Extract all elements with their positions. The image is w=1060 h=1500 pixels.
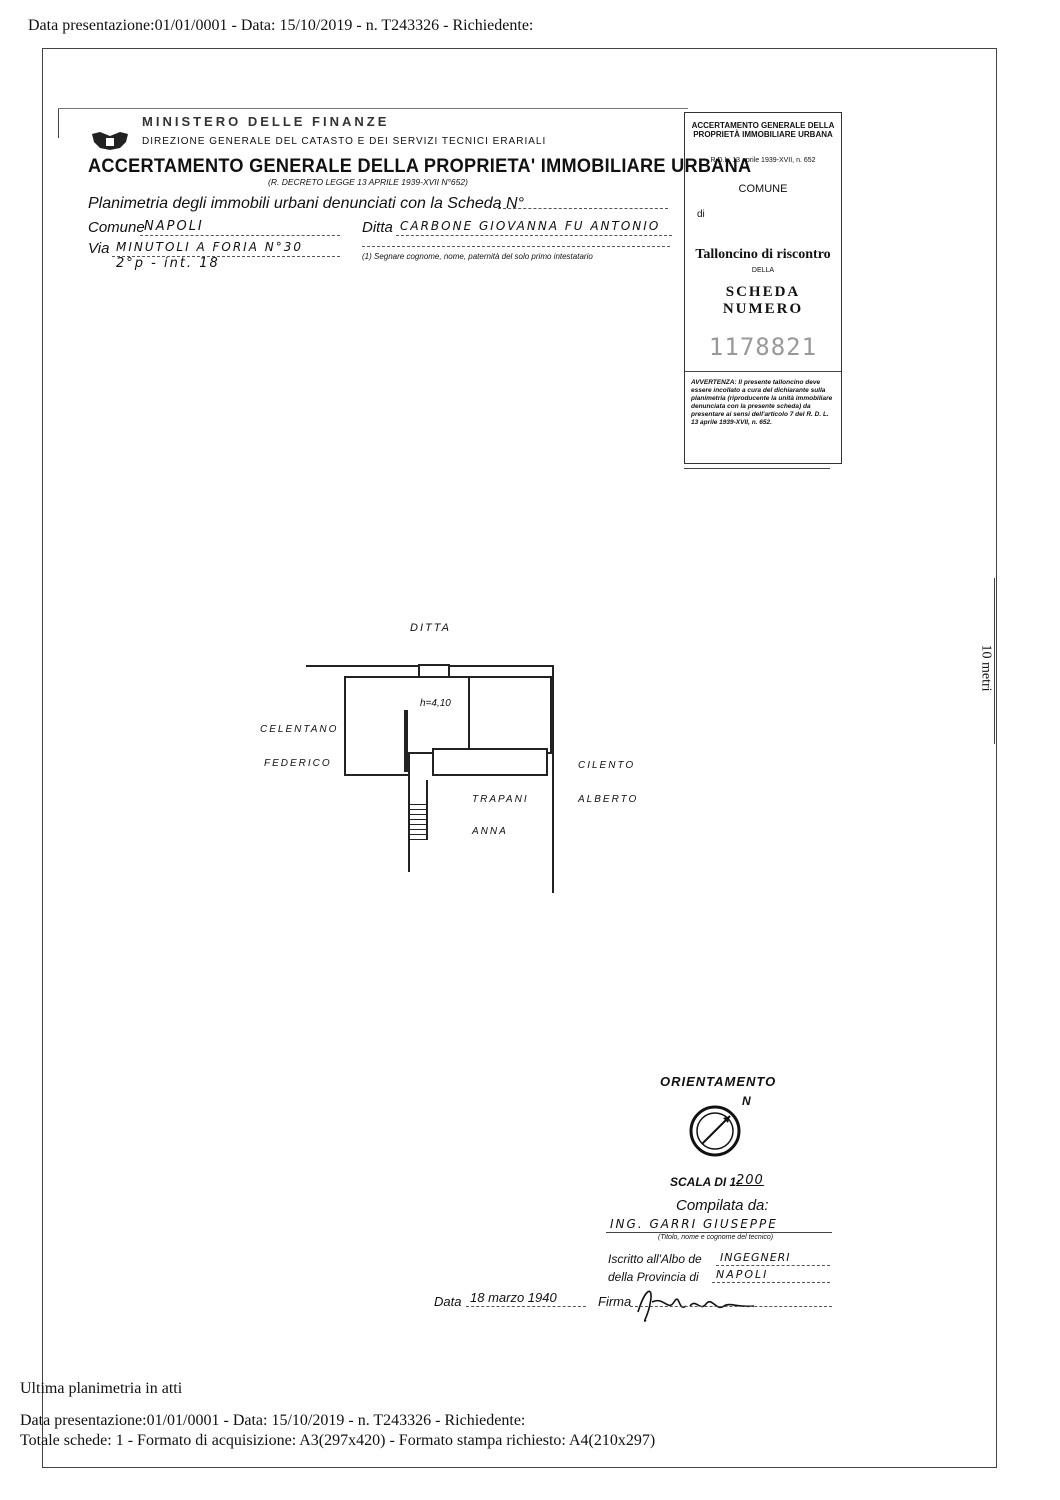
albo-label: Iscritto all'Albo de xyxy=(608,1252,702,1266)
plan-room-left xyxy=(344,676,410,776)
compiled-name-note: (Titolo, nome e cognome del tecnico) xyxy=(658,1234,774,1241)
talloncino-della: DELLA xyxy=(751,267,775,274)
provincia-value: NAPOLI xyxy=(716,1268,769,1281)
frame-right xyxy=(996,48,997,1468)
piano-value: 2°p - int. 18 xyxy=(116,256,220,271)
data-label: Data xyxy=(434,1294,462,1309)
data-underline xyxy=(466,1306,586,1307)
signature xyxy=(634,1282,764,1326)
via-value: MINUTOLI A FORIA N°30 xyxy=(116,240,303,254)
plan-label-federico: FEDERICO xyxy=(264,758,332,769)
inner-frame-tick xyxy=(58,108,59,138)
compiled-label: Compilata da: xyxy=(676,1197,769,1214)
plan-label-celentano: CELENTANO xyxy=(260,724,339,735)
plan-room-main xyxy=(404,676,552,754)
talloncino-header: ACCERTAMENTO GENERALE DELLA PROPRIETÀ IM… xyxy=(691,121,835,139)
note-rule xyxy=(362,246,670,247)
scale-value: 200 xyxy=(736,1173,764,1188)
plan-label-anna: ANNA xyxy=(472,826,508,837)
orientation-north: N xyxy=(742,1094,751,1108)
avvertenza-text: AVVERTENZA: Il presente talloncino deve … xyxy=(691,379,833,426)
scheda-number: 1178821 xyxy=(708,333,818,361)
plan-label-ditta: DITTA xyxy=(410,622,451,634)
plan-label-alberto: ALBERTO xyxy=(578,794,639,805)
firma-label: Firma xyxy=(598,1294,632,1309)
comune-label: Comune xyxy=(88,219,145,236)
provincia-underline xyxy=(712,1282,830,1283)
footer-last-plan: Ultima planimetria in atti xyxy=(20,1380,183,1397)
scale-bar-line xyxy=(994,578,995,744)
scale-label: SCALA DI 1: xyxy=(670,1175,741,1189)
ministry-logo-icon xyxy=(90,130,130,152)
ditta-label: Ditta xyxy=(362,219,393,236)
plan-label-cilento: CILENTO xyxy=(578,760,636,771)
talloncino-title: Talloncino di riscontro xyxy=(695,247,831,262)
talloncino-comune: COMUNE xyxy=(738,183,788,195)
form-title: ACCERTAMENTO GENERALE DELLA PROPRIETA' I… xyxy=(88,155,752,177)
plan-label-trapani: TRAPANI xyxy=(472,794,529,805)
compiled-name-underline xyxy=(606,1232,832,1233)
orientation-title: ORIENTAMENTO xyxy=(660,1074,777,1089)
data-value: 18 marzo 1940 xyxy=(470,1290,557,1305)
compass-icon xyxy=(688,1104,742,1158)
talloncino-box: ACCERTAMENTO GENERALE DELLA PROPRIETÀ IM… xyxy=(684,112,842,464)
intestatario-note: (1) Segnare cognome, nome, paternità del… xyxy=(362,252,593,261)
talloncino-rdl: R.D.L. 13 aprile 1939-XVII, n. 652 xyxy=(710,157,816,164)
compiled-name: ING. GARRI GIUSEPPE xyxy=(610,1217,778,1231)
frame-top xyxy=(42,48,997,49)
decreto-reference: (R. DECRETO LEGGE 13 APRILE 1939-XVII N°… xyxy=(268,177,468,187)
plan-stair-steps xyxy=(410,800,426,840)
ditta-underline xyxy=(396,235,672,236)
plan-stair-left xyxy=(408,772,410,872)
talloncino-underline xyxy=(684,468,830,469)
via-underline xyxy=(112,256,340,257)
talloncino-divider xyxy=(685,371,841,372)
talloncino-di: di xyxy=(697,209,705,220)
plan-kitchen xyxy=(432,748,548,776)
plan-right-wall xyxy=(552,665,554,893)
plan-partition-wall xyxy=(404,710,408,772)
document-header: Data presentazione:01/01/0001 - Data: 15… xyxy=(28,17,534,34)
comune-underline xyxy=(140,235,340,236)
firma-underline xyxy=(630,1306,832,1307)
frame-left xyxy=(42,48,43,1468)
plan-inner-wall xyxy=(468,676,470,748)
provincia-label: della Provincia di xyxy=(608,1270,699,1284)
direzione-heading: DIREZIONE GENERALE DEL CATASTO E DEI SER… xyxy=(142,136,547,147)
frame-bottom xyxy=(42,1467,997,1468)
scheda-blank xyxy=(498,208,668,209)
comune-value: NAPOLI xyxy=(144,219,204,234)
footer-format: Totale schede: 1 - Formato di acquisizio… xyxy=(20,1432,656,1449)
albo-value: INGEGNERI xyxy=(720,1251,791,1264)
ditta-value: CARBONE GIOVANNA FU ANTONIO xyxy=(400,219,661,233)
scale-bar-label: 10 metri xyxy=(978,644,994,692)
albo-underline xyxy=(716,1265,830,1266)
talloncino-scheda: SCHEDA NUMERO xyxy=(722,284,804,317)
planimetria-label: Planimetria degli immobili urbani denunc… xyxy=(88,195,524,212)
plan-stair-right xyxy=(426,780,428,840)
ministero-heading: MINISTERO DELLE FINANZE xyxy=(142,114,390,129)
footer-presentation: Data presentazione:01/01/0001 - Data: 15… xyxy=(20,1412,526,1429)
via-label: Via xyxy=(88,240,110,257)
plan-height-label: h=4,10 xyxy=(420,698,451,709)
inner-frame-top xyxy=(58,108,688,109)
